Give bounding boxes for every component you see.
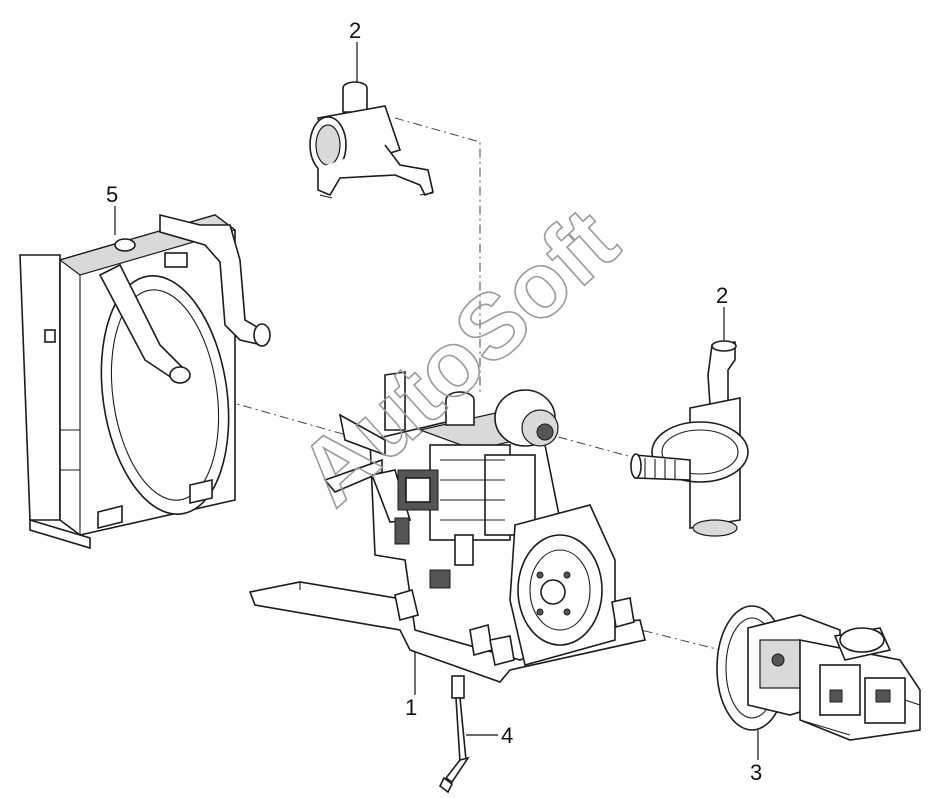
radiator — [19, 213, 271, 550]
callout-1: 1 — [405, 652, 417, 720]
callout-label: 2 — [716, 283, 728, 308]
hydraulic-pump — [716, 605, 921, 741]
callout-3: 3 — [750, 730, 762, 785]
callout-label: 2 — [349, 18, 361, 43]
callout-2-right: 2 — [716, 283, 728, 340]
hose — [438, 675, 470, 794]
air-filter — [309, 81, 434, 199]
callout-5: 5 — [106, 182, 118, 235]
callout-label: 5 — [106, 182, 118, 207]
muffler — [630, 340, 749, 537]
callout-4: 4 — [466, 723, 513, 748]
callout-label: 4 — [501, 723, 513, 748]
callout-2-top: 2 — [349, 18, 361, 82]
engine-assembly — [248, 371, 646, 683]
callout-label: 1 — [405, 695, 417, 720]
callout-label: 3 — [750, 760, 762, 785]
